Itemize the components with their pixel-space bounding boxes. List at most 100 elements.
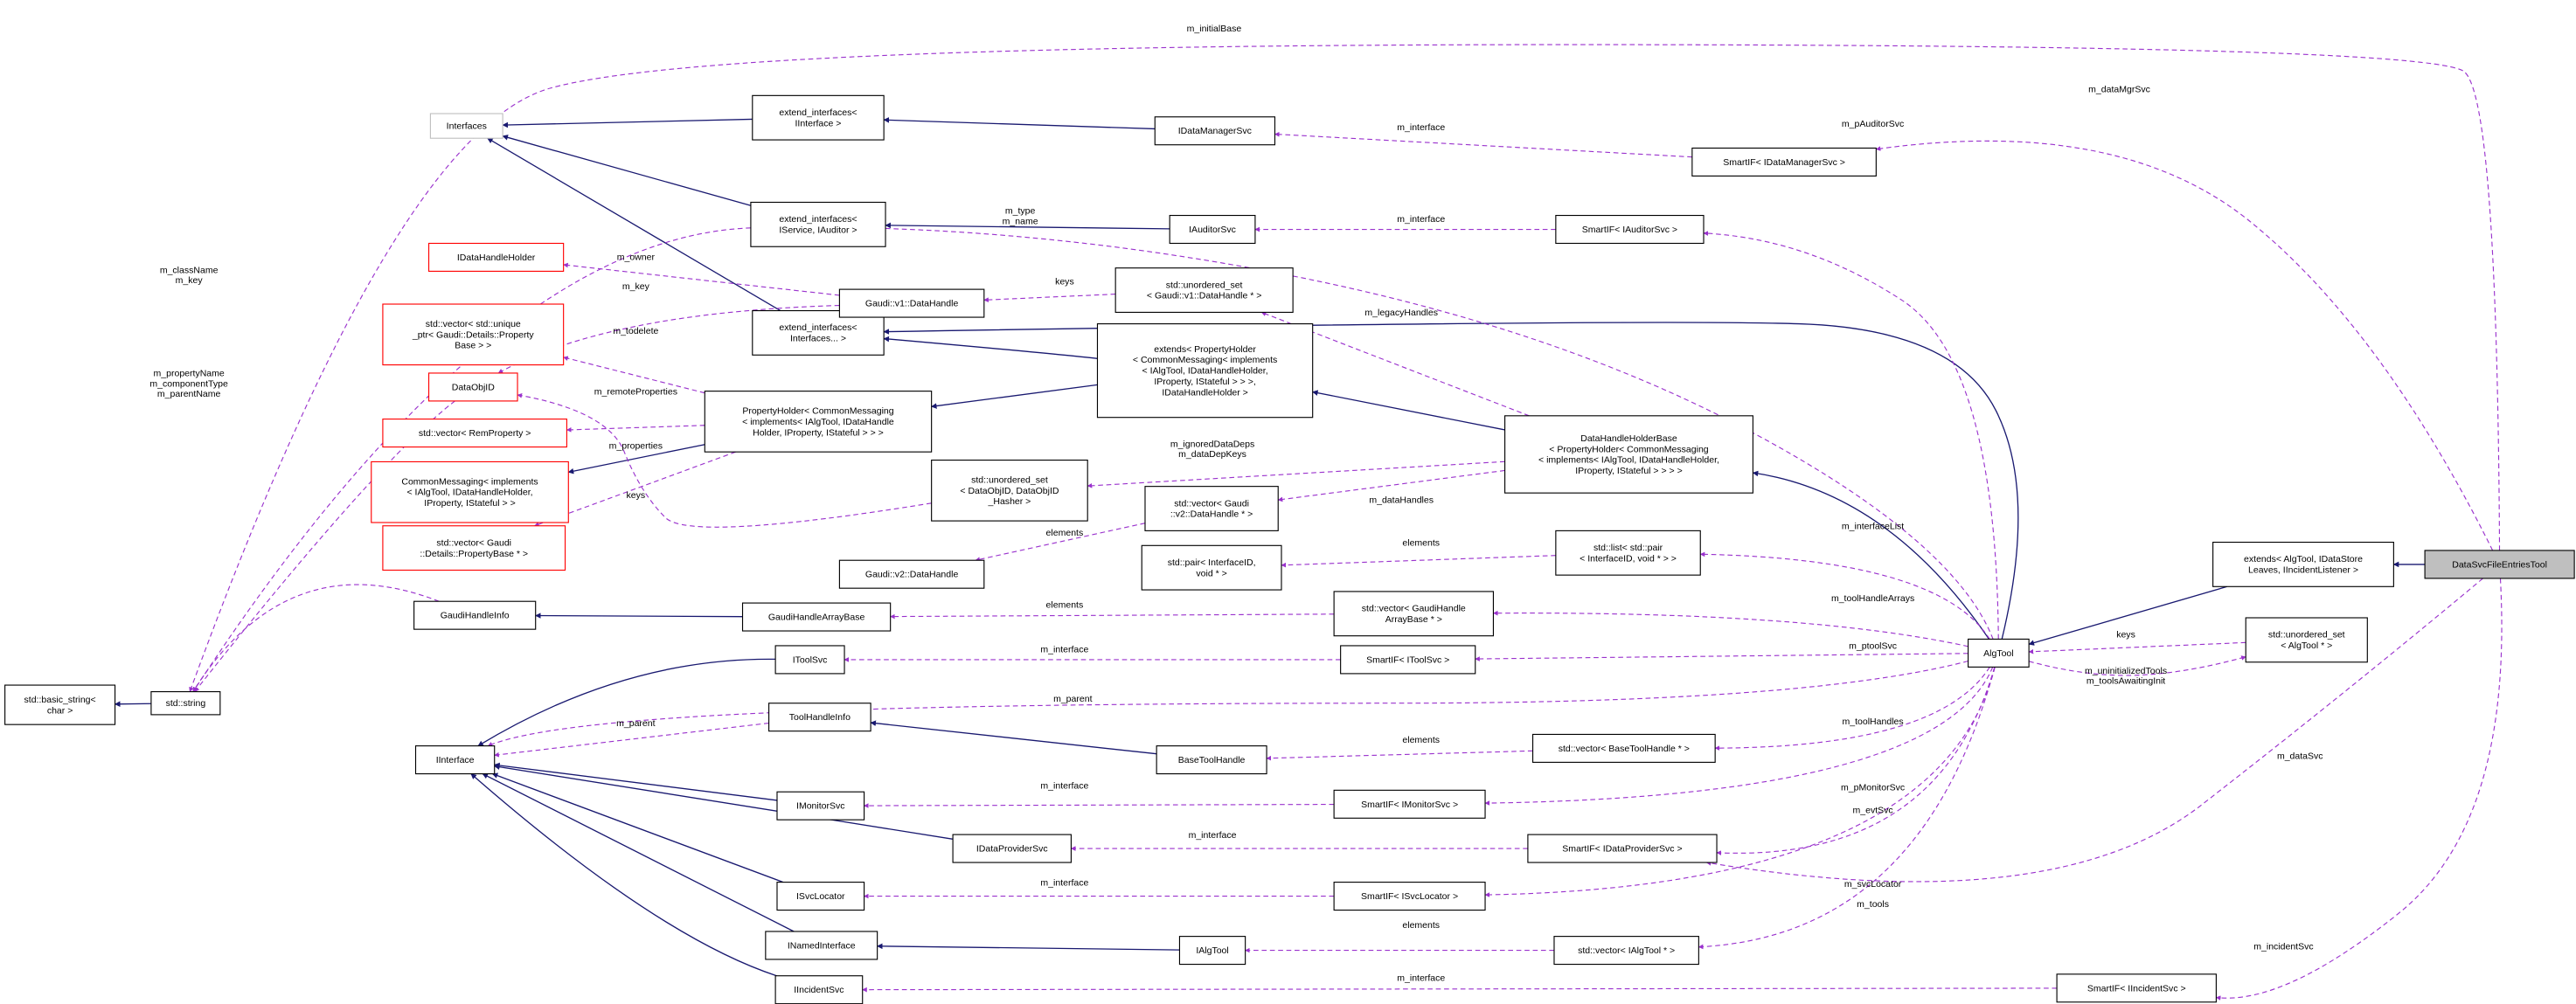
usage-edge	[1716, 667, 1996, 855]
node-label: DataObjID	[452, 382, 495, 392]
edge-label: keys	[2116, 630, 2135, 640]
inheritance-edge	[2028, 585, 2228, 646]
class-node-ext-interfaces[interactable]: extend_interfaces<Interfaces... >	[752, 309, 885, 356]
node-label: std::vector< GaudiHandle	[1362, 604, 1466, 614]
class-node-datasvcfileentriestool[interactable]: DataSvcFileEntriesTool	[2424, 550, 2575, 579]
inheritance-edge	[885, 222, 1170, 230]
class-node-v2-datahandle[interactable]: Gaudi::v2::DataHandle	[838, 559, 985, 589]
class-node-uset-dataobjid[interactable]: std::unordered_set< DataObjID, DataObjID…	[931, 460, 1088, 522]
class-node-vec-ghab[interactable]: std::vector< GaudiHandleArrayBase * >	[1333, 591, 1494, 637]
nodes-layer: std::basic_string<char > std::string Inter…	[4, 94, 2575, 1004]
class-node-vec-unique-ptr[interactable]: std::vector< std::unique_ptr< Gaudi::Det…	[382, 303, 565, 366]
node-label: AlgTool	[1983, 648, 2014, 659]
node-box	[838, 559, 985, 589]
node-box	[1340, 645, 1476, 675]
class-node-extends-ph[interactable]: extends< PropertyHolder< CommonMessaging…	[1096, 323, 1314, 419]
node-label: DataSvcFileEntriesTool	[2452, 559, 2547, 570]
node-box	[1169, 214, 1256, 245]
edge-label: m_interfaceList	[1842, 522, 1904, 532]
class-node-idatamanagersvc[interactable]: IDataManagerSvc	[1154, 116, 1276, 146]
usage-edge	[1714, 667, 1990, 751]
edge-label: elements	[1046, 528, 1084, 538]
class-node-imonitorsvc[interactable]: IMonitorSvc	[776, 791, 865, 821]
node-label: ISvcLocator	[796, 891, 845, 902]
class-node-smartif-isvclocator[interactable]: SmartIF< ISvcLocator >	[1333, 882, 1486, 911]
class-node-vec-v2[interactable]: std::vector< Gaudi::v2::DataHandle * >	[1144, 486, 1279, 531]
usage-edge	[1699, 551, 1990, 640]
class-node-uset-v1[interactable]: std::unordered_set< Gaudi::v1::DataHandl…	[1114, 267, 1294, 313]
class-node-propertyholder[interactable]: PropertyHolder< CommonMessaging< impleme…	[704, 391, 933, 453]
node-label: std::vector< RemProperty >	[419, 428, 531, 439]
class-node-smartif-idatamanagersvc[interactable]: SmartIF< IDataManagerSvc >	[1691, 147, 1877, 177]
edge-label-line: m_interface	[1040, 877, 1088, 888]
edge-label: m_todelete	[613, 326, 658, 336]
node-label: _ptr< Gaudi::Details::Property	[412, 329, 535, 340]
class-node-ialgtool[interactable]: IAlgTool	[1178, 936, 1246, 966]
node-box	[2245, 617, 2368, 663]
edge-label-line: m_interface	[1397, 973, 1445, 983]
inheritance-edge	[491, 772, 784, 883]
node-label: IProperty, IStateful > > > >	[1575, 466, 1683, 476]
class-node-idataprovidersvc[interactable]: IDataProviderSvc	[952, 834, 1072, 863]
class-node-vec-bth[interactable]: std::vector< BaseToolHandle * >	[1531, 733, 1716, 763]
class-node-smartif-iincidentsvc[interactable]: SmartIF< IIncidentSvc >	[2056, 973, 2217, 1003]
inheritance-edge	[502, 118, 753, 128]
class-node-idatahandleholder[interactable]: IDataHandleHolder	[427, 242, 565, 272]
class-node-ext-iinterface[interactable]: extend_interfaces<IInterface >	[752, 94, 885, 141]
class-node-isvclocator[interactable]: ISvcLocator	[776, 882, 865, 911]
edge-label: keys	[627, 490, 646, 501]
edge-label-line: m_initialBase	[1187, 24, 1242, 34]
edge-label-line: m_ptoolSvc	[1849, 641, 1897, 652]
class-node-iauditorsvc[interactable]: IAuditorSvc	[1169, 214, 1256, 245]
class-node-basetoolhandle[interactable]: BaseToolHandle	[1156, 745, 1267, 775]
class-node-itoolsvc[interactable]: IToolSvc	[774, 645, 845, 675]
class-node-v1-datahandle[interactable]: Gaudi::v1::DataHandle	[838, 288, 985, 318]
class-node-string[interactable]: std::string	[150, 691, 221, 716]
node-box	[1154, 116, 1276, 146]
node-label: IService, IAuditor >	[779, 225, 857, 236]
class-node-inamedinterface[interactable]: INamedInterface	[765, 931, 878, 960]
class-node-vec-remproperty[interactable]: std::vector< RemProperty >	[382, 419, 567, 448]
edge-label-line: m_dataMgrSvc	[2088, 85, 2150, 95]
edge-label: m_ptoolSvc	[1849, 641, 1897, 652]
class-node-smartif-iauditorsvc[interactable]: SmartIF< IAuditorSvc >	[1555, 214, 1705, 245]
class-node-pair[interactable]: std::pair< InterfaceID,void * >	[1141, 544, 1282, 591]
class-node-datahandleholderbase[interactable]: DataHandleHolderBase< PropertyHolder< Co…	[1504, 415, 1753, 494]
class-node-iincidentsvc[interactable]: IIncidentSvc	[774, 975, 864, 1004]
class-node-gaudihandleinfo[interactable]: GaudiHandleInfo	[413, 600, 537, 630]
node-label: SmartIF< IToolSvc >	[1366, 654, 1449, 665]
class-node-ext-iservice[interactable]: extend_interfaces<IService, IAuditor >	[750, 201, 886, 247]
class-node-interfaces[interactable]: Interfaces	[429, 113, 503, 139]
class-node-smartif-idataprovidersvc[interactable]: SmartIF< IDataProviderSvc >	[1527, 834, 1718, 863]
class-node-algtool[interactable]: AlgTool	[1968, 638, 2030, 668]
node-box	[838, 288, 985, 318]
edge-label-line: m_propertyName	[154, 369, 225, 379]
class-node-smartif-imonitorsvc[interactable]: SmartIF< IMonitorSvc >	[1333, 789, 1486, 819]
usage-edge	[2028, 655, 2246, 676]
class-node-smartif-itoolsvc[interactable]: SmartIF< IToolSvc >	[1340, 645, 1476, 675]
edge-label: m_remoteProperties	[594, 386, 677, 397]
class-node-uset-algtool[interactable]: std::unordered_set< AlgTool * >	[2245, 617, 2368, 663]
edge-label: m_dataMgrSvc	[2088, 85, 2150, 95]
node-label: Gaudi::v1::DataHandle	[865, 299, 959, 309]
class-node-basic-string[interactable]: std::basic_string<char >	[4, 684, 116, 725]
class-node-iinterface[interactable]: IInterface	[414, 745, 496, 775]
edge-label: keys	[1055, 276, 1074, 287]
class-node-vec-ialgtool[interactable]: std::vector< IAlgTool * >	[1553, 936, 1699, 966]
inheritance-edge	[535, 613, 743, 619]
class-node-commonmessaging[interactable]: CommonMessaging< implements< IAlgTool, I…	[371, 460, 569, 523]
node-box	[752, 94, 885, 141]
edge-label-line: m_toolHandles	[1843, 717, 1904, 727]
edge-label-line: m_interface	[1397, 214, 1445, 225]
edge-label-line: m_dataSvc	[2277, 751, 2323, 762]
edge-label: m_pAuditorSvc	[1842, 119, 1904, 129]
class-node-list-pair[interactable]: std::list< std::pair< InterfaceID, void …	[1555, 530, 1701, 576]
class-node-gaudihandlearraybase[interactable]: GaudiHandleArrayBase	[741, 602, 892, 632]
class-node-dataobjid[interactable]: DataObjID	[427, 372, 518, 402]
node-box	[1144, 486, 1279, 531]
class-node-vec-propertybase[interactable]: std::vector< Gaudi::Details::PropertyBas…	[382, 525, 566, 571]
class-node-toolhandleinfo[interactable]: ToolHandleInfo	[768, 703, 871, 732]
edge-label-line: m_toolsAwaitingInit	[2086, 676, 2165, 687]
